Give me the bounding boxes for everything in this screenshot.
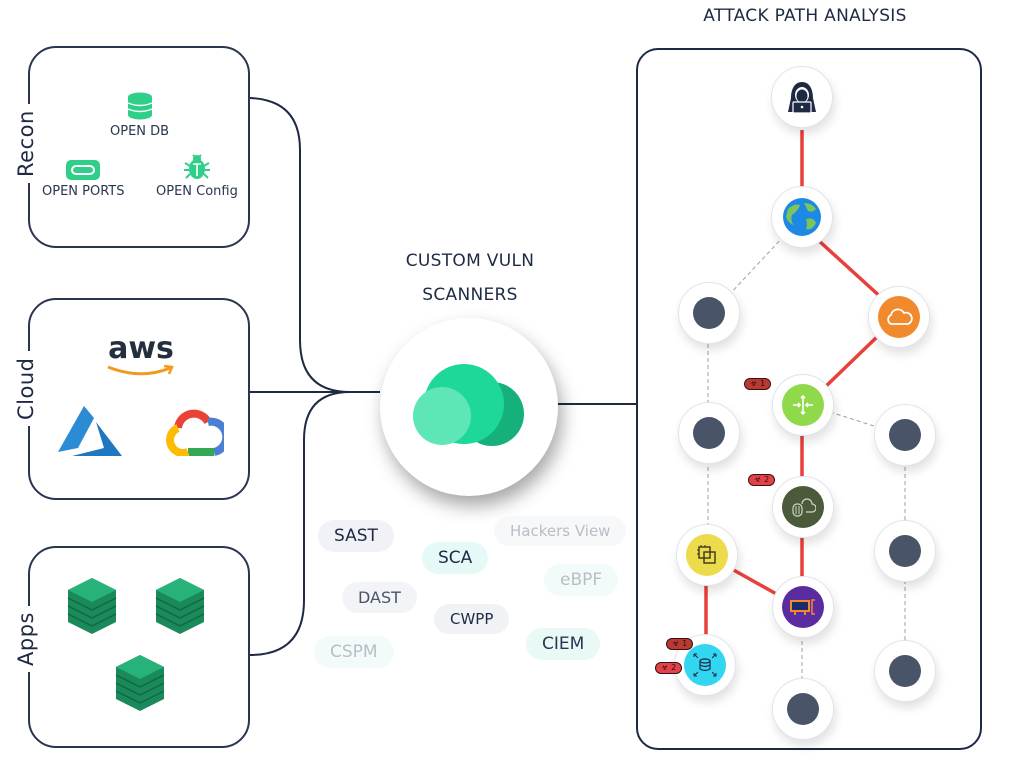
badge-count: 1 <box>760 379 766 388</box>
node-cloud[interactable] <box>868 286 930 348</box>
storage-icon-bg <box>782 486 824 528</box>
chip-dast: DAST <box>342 582 417 613</box>
bug-icon <box>183 154 210 179</box>
cloud-group: Cloud aws <box>14 298 250 500</box>
badge-count: 1 <box>682 639 688 648</box>
scanners-title-line2: SCANNERS <box>422 285 518 305</box>
node-inactive[interactable] <box>772 678 834 740</box>
compute-icon-bg <box>686 534 728 576</box>
inactive-node-dot <box>889 535 921 567</box>
node-database[interactable] <box>674 634 736 696</box>
compute-instance-icon <box>697 545 716 564</box>
app-stack-icon <box>67 578 117 634</box>
database-icon-bg <box>684 644 726 686</box>
aws-logo: aws <box>106 334 176 378</box>
badge-count: 2 <box>764 475 770 484</box>
open-db-label: OPEN DB <box>110 124 170 139</box>
chip-hackers-view: Hackers View <box>494 516 627 546</box>
node-gateway[interactable] <box>772 374 834 436</box>
cloud-icon-bg <box>878 296 920 338</box>
load-balancer-icon <box>793 394 813 416</box>
aws-smile-icon <box>107 364 174 376</box>
apps-group: Apps <box>14 546 250 748</box>
vulnerability-badge[interactable]: ☣1 <box>744 378 772 390</box>
inactive-node-dot <box>693 417 725 449</box>
cloud-storage-icon <box>792 498 816 517</box>
cloud-icon <box>887 308 913 325</box>
open-db-item: OPEN DB <box>110 92 169 139</box>
biohazard-icon: ☣ <box>750 379 758 388</box>
hacker-icon <box>788 82 816 114</box>
open-ports-item: OPEN PORTS <box>42 160 125 199</box>
dashed-edge <box>829 411 881 429</box>
vulnerability-badge[interactable]: ☣2 <box>655 662 683 674</box>
scanners-title: CUSTOM VULN SCANNERS <box>380 244 560 312</box>
recon-group: Recon OPEN DB OPEN PORTS OPEN Config <box>14 46 250 248</box>
inactive-node-dot <box>693 297 725 329</box>
attack-path-title: ATTACK PATH ANALYSIS <box>703 6 907 26</box>
inactive-node-dot <box>787 693 819 725</box>
badge-count: 2 <box>671 663 677 672</box>
biohazard-icon: ☣ <box>754 475 762 484</box>
chip-sca: SCA <box>422 542 489 574</box>
open-config-label: OPEN Config <box>156 184 238 199</box>
inactive-node-dot <box>889 419 921 451</box>
attack-edge <box>729 566 781 598</box>
app-stack-icon <box>115 655 165 711</box>
node-inactive[interactable] <box>874 520 936 582</box>
chip-cwpp: CWPP <box>434 604 510 634</box>
node-inactive[interactable] <box>874 640 936 702</box>
attack-edge <box>820 332 882 392</box>
node-internet[interactable] <box>771 186 833 248</box>
network-card-icon-bg <box>782 586 824 628</box>
node-storage[interactable] <box>772 476 834 538</box>
globe-icon <box>783 198 821 236</box>
chip-ciem: CIEM <box>526 628 601 660</box>
google-cloud-logo <box>166 409 224 456</box>
open-ports-label: OPEN PORTS <box>42 184 125 199</box>
scanner-logo-icon <box>413 364 524 446</box>
node-inactive[interactable] <box>678 402 740 464</box>
app-stack-icon <box>155 578 205 634</box>
attack-edge <box>816 238 886 302</box>
aws-text: aws <box>108 331 174 366</box>
node-network-card[interactable] <box>772 576 834 638</box>
azure-logo <box>58 406 122 456</box>
biohazard-icon: ☣ <box>672 639 680 648</box>
recon-connector <box>249 97 351 393</box>
network-card-icon <box>790 599 815 615</box>
biohazard-icon: ☣ <box>661 663 669 672</box>
inactive-node-dot <box>889 655 921 687</box>
open-config-item: OPEN Config <box>156 154 238 199</box>
chip-ebpf: eBPF <box>544 564 619 596</box>
dashed-edge <box>727 235 785 297</box>
database-icon <box>127 92 152 120</box>
vulnerability-badge[interactable]: ☣2 <box>748 474 776 486</box>
node-inactive[interactable] <box>874 404 936 466</box>
scanners-title-line1: CUSTOM VULN <box>405 251 535 271</box>
node-hacker[interactable] <box>771 66 833 128</box>
apps-connector <box>249 391 351 656</box>
scanner-hub[interactable] <box>380 318 558 496</box>
port-icon <box>66 160 101 180</box>
gateway-icon-bg <box>782 384 824 426</box>
vulnerability-badge[interactable]: ☣1 <box>666 638 694 650</box>
node-inactive[interactable] <box>678 282 740 344</box>
chip-cspm: CSPM <box>314 636 394 668</box>
database-scale-icon <box>693 653 717 677</box>
chip-sast: SAST <box>318 520 394 552</box>
node-compute[interactable] <box>676 524 738 586</box>
